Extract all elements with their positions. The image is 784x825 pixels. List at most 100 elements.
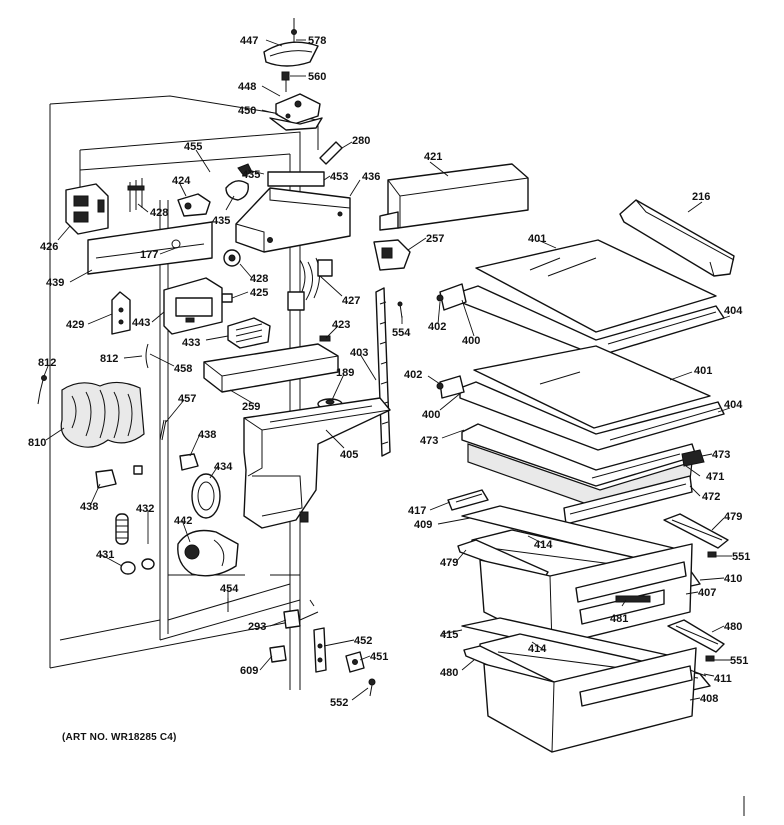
callout-432: 432 [136, 503, 154, 515]
part-402-bracket-upper [436, 283, 467, 311]
part-554-screw [397, 301, 403, 319]
callout-216: 216 [692, 191, 710, 203]
part-257-bracket [373, 239, 411, 271]
callout-438b: 438 [80, 501, 98, 513]
part-293-bracket [283, 609, 301, 629]
part-423-clip [319, 335, 331, 342]
callout-415: 415 [440, 629, 458, 641]
part-432-grommet [115, 513, 129, 545]
callout-189: 189 [336, 367, 354, 379]
callout-450: 450 [238, 105, 256, 117]
callout-578: 578 [308, 35, 326, 47]
callout-560: 560 [308, 71, 326, 83]
part-812-clip-right [145, 343, 149, 369]
part-810-evaporator [60, 381, 145, 448]
part-560-screw [281, 71, 290, 92]
callout-404a: 404 [724, 305, 743, 317]
callout-438a: 438 [198, 429, 216, 441]
callout-552: 552 [330, 697, 348, 709]
callout-404b: 404 [724, 399, 743, 411]
callout-458: 458 [174, 363, 192, 375]
leader-lines [43, 39, 732, 701]
callout-414b: 414 [528, 643, 547, 655]
callout-423: 423 [332, 319, 350, 331]
callout-554: 554 [392, 327, 411, 339]
part-401-glass-shelf-lower [473, 345, 711, 429]
part-434-fan-shroud [191, 473, 221, 519]
part-452-hinge-bracket [313, 627, 327, 673]
part-425-plug [221, 293, 233, 303]
part-447-cover [263, 41, 319, 67]
callout-405: 405 [340, 449, 358, 461]
callout-473b: 473 [712, 449, 730, 461]
callout-434: 434 [214, 461, 233, 473]
callout-454: 454 [220, 583, 239, 595]
part-400-shelf-frame-lower [459, 381, 725, 451]
callout-439: 439 [46, 277, 64, 289]
part-438-connector-upper [179, 453, 199, 471]
part-216-door-bin [619, 199, 735, 277]
callout-403: 403 [350, 347, 368, 359]
callout-408: 408 [700, 693, 718, 705]
part-435-knob [225, 163, 253, 201]
callout-428a: 428 [150, 207, 168, 219]
callout-453: 453 [330, 171, 348, 183]
part-812-clip-left [37, 375, 47, 405]
callout-431: 431 [96, 549, 114, 561]
callout-447: 447 [240, 35, 258, 47]
part-428b-light-socket [223, 249, 241, 267]
callout-429: 429 [66, 319, 84, 331]
callout-436: 436 [362, 171, 380, 183]
callout-labels: 578 447 560 448 450 280 455 435 453 436 … [28, 35, 750, 709]
part-280-clip [319, 141, 343, 165]
part-443-bracket [163, 277, 223, 335]
callout-472: 472 [702, 491, 720, 503]
callout-452: 452 [354, 635, 372, 647]
callout-257: 257 [426, 233, 444, 245]
callout-551a: 551 [732, 551, 750, 563]
part-405-evaporator-cover [243, 397, 391, 529]
callout-443: 443 [132, 317, 150, 329]
part-481-handle [615, 595, 651, 603]
part-551-stop-upper [707, 551, 717, 558]
callout-414a: 414 [534, 539, 553, 551]
callout-481: 481 [610, 613, 628, 625]
part-400-shelf-frame-upper [459, 285, 725, 357]
callout-401a: 401 [528, 233, 546, 245]
part-448-lamp-socket [275, 93, 321, 125]
part-442-fan-motor [177, 529, 239, 577]
callout-479b: 479 [440, 557, 458, 569]
callout-425: 425 [250, 287, 268, 299]
callout-455: 455 [184, 141, 202, 153]
part-417-slide [447, 489, 489, 511]
callout-812a: 812 [38, 357, 56, 369]
callout-812b: 812 [100, 353, 118, 365]
callout-401b: 401 [694, 365, 712, 377]
part-408-crisper-drawer-lower [483, 647, 697, 753]
part-424-thermostat [177, 193, 211, 217]
callout-259: 259 [242, 401, 260, 413]
callout-480a: 480 [724, 621, 742, 633]
callout-280: 280 [352, 135, 370, 147]
callout-424: 424 [172, 175, 191, 187]
callout-402b: 402 [404, 369, 422, 381]
callout-448: 448 [238, 81, 256, 93]
part-401-glass-shelf-upper [475, 239, 717, 333]
callout-411: 411 [714, 673, 732, 685]
callout-400b: 400 [422, 409, 440, 421]
callout-402a: 402 [428, 321, 446, 333]
part-259-duct-cover [203, 343, 339, 393]
callout-177: 177 [140, 249, 158, 261]
part-457-wire [161, 419, 167, 441]
part-433-heater [227, 317, 271, 349]
part-451-hinge-pin [345, 651, 365, 673]
art-number: (ART NO. WR18285 C4) [62, 732, 177, 743]
callout-457: 457 [178, 393, 196, 405]
callout-810: 810 [28, 437, 46, 449]
callout-442: 442 [174, 515, 192, 527]
part-429-hinge [111, 291, 131, 335]
part-407-crisper-drawer [479, 543, 693, 647]
callout-400a: 400 [462, 335, 480, 347]
part-427-wiring [287, 257, 333, 311]
